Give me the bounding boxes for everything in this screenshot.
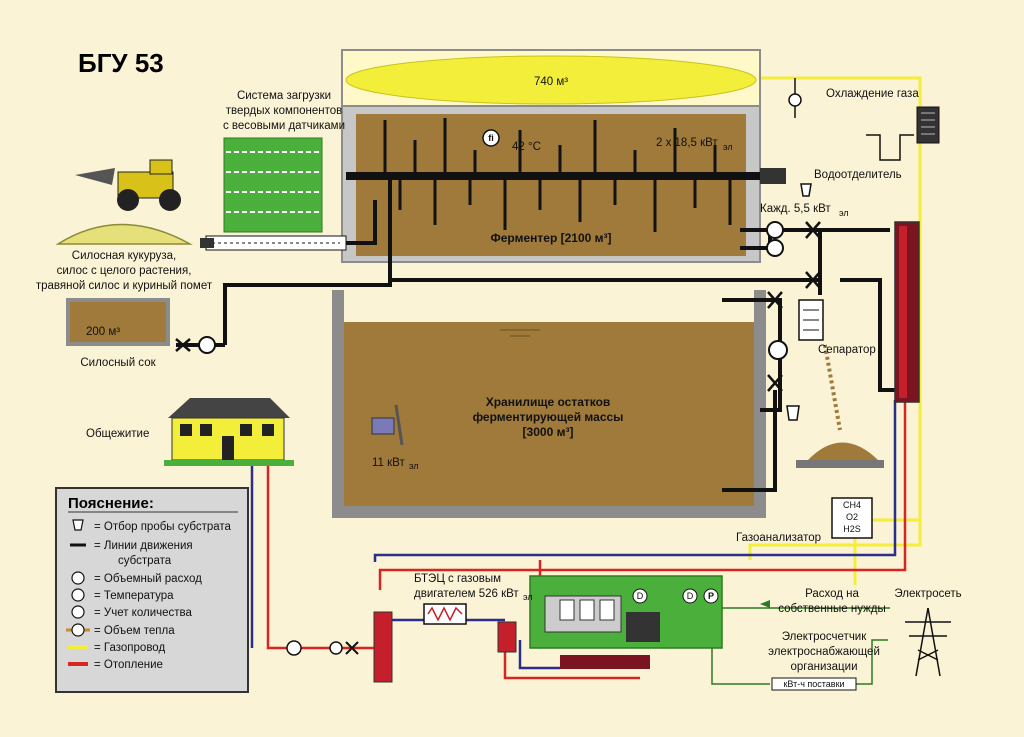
heat-volume-icon	[66, 623, 90, 637]
temperature-icon	[71, 588, 85, 602]
chp-label-sub: эл	[523, 592, 533, 602]
silage-line3: травяной силос и куриный помет	[36, 280, 213, 292]
own-needs-line2: собственные нужды	[778, 603, 886, 615]
chp-pressure-gauge: P	[708, 591, 714, 601]
legend: Пояснение: = Отбор пробы субстрата = Лин…	[55, 487, 249, 693]
storage-label-line3: [3000 м³]	[523, 425, 574, 439]
fermenter-temperature: 42 °C	[512, 141, 541, 153]
storage-label-line1: Хранилище остатков	[486, 395, 611, 409]
meter-box-label: кВт-ч поставки	[783, 679, 844, 689]
pump-power-sub: эл	[839, 208, 849, 218]
flow-icon	[71, 571, 85, 585]
gas-analyzer-box: CH4 O2 H2S	[831, 497, 873, 539]
silage-pile	[55, 223, 193, 245]
loading-system-line1: Система загрузки	[237, 90, 331, 102]
diagram-title: БГУ 53	[78, 48, 164, 78]
juice-tank	[66, 298, 170, 346]
fermenter-mixers-sub: эл	[723, 142, 733, 152]
gas-cooling-label: Охлаждение газа	[826, 88, 919, 100]
chp-temp-gauge: D	[687, 591, 694, 601]
gas-holder-volume: 740 м³	[534, 76, 568, 88]
fermenter-label: Ферментер [2100 м³]	[491, 231, 612, 245]
power-lines	[711, 607, 890, 685]
heat-buffer	[373, 611, 393, 683]
dormitory-label: Общежитие	[86, 428, 149, 440]
silage-line1: Силосная кукуруза,	[72, 250, 176, 262]
heat-exchanger-inner	[899, 226, 907, 398]
sample-bucket-icon	[786, 405, 800, 421]
storage-tank: Хранилище остатков ферментирующей массы …	[332, 290, 766, 518]
gas-outlet-valve-icon	[788, 78, 802, 118]
water-separator-icon	[866, 134, 914, 161]
dormitory-icon	[164, 398, 294, 466]
legend-item-temperature: = Температура	[94, 590, 174, 602]
silage-line2: силос с целого растения,	[57, 265, 192, 277]
heat-exchanger-small	[497, 621, 517, 653]
juice-pump-icon	[198, 336, 216, 354]
fermenter-pumps	[766, 221, 821, 392]
fermenter-tank: 740 м³ fi 42	[341, 49, 786, 263]
analyzer-item: O2	[846, 512, 858, 522]
legend-item-gas: = Газопровод	[94, 642, 165, 654]
mixer-paddles	[383, 118, 732, 232]
quantity-icon	[71, 605, 85, 619]
gas-cooler-fins	[921, 112, 935, 135]
juice-tank-label: Силосный сок	[80, 357, 156, 369]
wheel-loader-icon	[75, 159, 181, 211]
fermenter-mixers-power: 2 x 18,5 кВт	[656, 137, 718, 149]
storage-label-line2: ферментирующей массы	[473, 410, 624, 424]
sample-bucket-icon	[800, 183, 812, 197]
loading-hopper	[200, 137, 347, 251]
analyzer-item: H2S	[843, 524, 861, 534]
chp-label-line2: двигателем 526 кВт	[414, 588, 519, 600]
sample-icon	[72, 519, 84, 531]
power-tower-icon	[905, 607, 951, 677]
own-needs-line1: Расход на	[805, 588, 859, 600]
analyzer-item: CH4	[843, 500, 861, 510]
fermenter-meter-icon: fi	[488, 133, 494, 143]
legend-item-sample: = Отбор пробы субстрата	[94, 521, 232, 533]
water-separator-label: Водоотделитель	[814, 169, 902, 181]
meter-line3: организации	[790, 661, 857, 673]
storage-mixer-sub: эл	[409, 461, 419, 471]
pump-power-label: Кажд. 5,5 кВт	[760, 203, 831, 215]
meter-line2: электроснабжающей	[768, 646, 880, 658]
loading-system-line3: с весовыми датчиками	[223, 120, 345, 132]
meter-box	[771, 677, 857, 691]
juice-valve-icon	[175, 338, 191, 352]
chp-flow-gauge: D	[637, 591, 644, 601]
gas-analyzer-label: Газоанализатор	[736, 532, 821, 544]
heat-meter-icon	[286, 640, 359, 656]
juice-tank-volume: 200 м³	[86, 326, 120, 338]
storage-mixer-icon	[371, 404, 404, 446]
grid-label: Электросеть	[894, 588, 961, 600]
legend-item-flow: = Объемный расход	[94, 573, 202, 585]
legend-item-quantity: = Учет количества	[94, 607, 193, 619]
legend-item-substrate-2: субстрата	[118, 555, 172, 567]
legend-title: Пояснение:	[68, 495, 154, 512]
chp-exhaust	[560, 655, 650, 669]
gas-cooler-icon	[916, 106, 940, 144]
chp-label-line1: БТЭЦ с газовым	[414, 573, 501, 585]
meter-line1: Электросчетчик	[782, 631, 868, 643]
chp-unit: D D P	[529, 575, 723, 649]
own-needs-arrow-icon	[760, 600, 770, 608]
legend-item-substrate: = Линии движения	[94, 540, 193, 552]
separator-unit	[796, 299, 884, 468]
storage-mixer-power: 11 кВт	[372, 457, 405, 469]
loading-system-line2: твердых компонентов	[226, 105, 343, 117]
legend-item-heating: = Отопление	[94, 659, 163, 671]
resistor-icon	[423, 603, 467, 625]
legend-item-heat-volume: = Объем тепла	[94, 625, 175, 637]
separator-label: Сепаратор	[818, 344, 876, 356]
